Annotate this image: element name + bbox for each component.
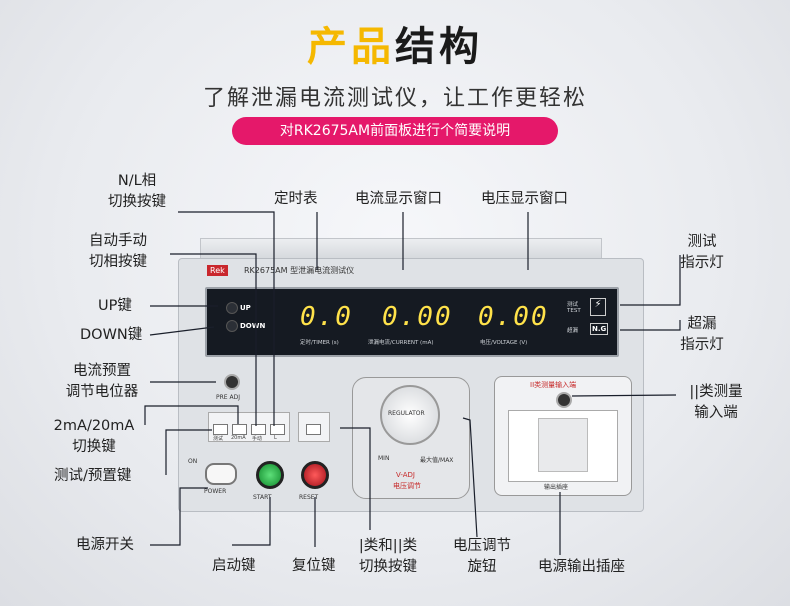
- label-pot: 电流预置调节电位器: [54, 361, 150, 403]
- description-pill: 对RK2675AM前面板进行个简要说明: [232, 117, 558, 145]
- page-title: 产品结构: [307, 24, 483, 70]
- label-vknob-line1: 电压调节: [453, 538, 511, 554]
- label-reset: 复位键: [292, 558, 336, 574]
- class2-input-jack[interactable]: [556, 392, 572, 408]
- callout-line-vknob: [462, 417, 478, 538]
- label-class2-input: ||类测量输入端: [680, 382, 752, 424]
- callout-line-nl: [178, 211, 275, 426]
- up-led: [226, 302, 238, 314]
- label-vknob-line2: 旋钮: [467, 559, 497, 575]
- callout-line-test: [165, 429, 212, 475]
- voltage-caption: 电压/VOLTAGE (V): [480, 340, 528, 346]
- label-pot-line1: 电流预置: [73, 363, 131, 379]
- down-led: [226, 320, 238, 332]
- test-preset-key[interactable]: [213, 424, 228, 435]
- current-caption: 泄漏电流/CURRENT (mA): [368, 340, 434, 346]
- label-auto-line1: 自动手动: [89, 233, 147, 249]
- label-over-light: 超漏指示灯: [680, 314, 724, 356]
- socket-label: 输出插座: [544, 484, 569, 491]
- key-label-3: L: [274, 435, 277, 441]
- over-light-label: 超漏: [567, 328, 579, 334]
- timer-caption: 定时/TIMER (s): [300, 340, 339, 346]
- callout-line-over-light: [620, 320, 681, 331]
- label-class2-line2: 输入端: [694, 405, 738, 421]
- label-class2-line1: ||类测量: [689, 384, 743, 400]
- label-socket: 电源输出插座: [538, 559, 625, 575]
- label-auto-manual: 自动手动切相按键: [68, 231, 168, 273]
- label-up: UP键: [98, 298, 132, 314]
- label-range-line1: 2mA/20mA: [53, 418, 135, 434]
- up-led-label: UP: [240, 304, 251, 312]
- nl-key[interactable]: [270, 424, 285, 435]
- power-label: POWER: [204, 488, 227, 495]
- label-range: 2mA/20mA 切换键: [46, 416, 142, 458]
- label-over-line2: 指示灯: [680, 337, 724, 353]
- callout-line-start: [232, 497, 271, 546]
- label-nl-line1: N/L相: [117, 173, 157, 189]
- key-label-1: 20mA: [231, 435, 246, 441]
- label-nl-line2: 切换按键: [108, 194, 166, 210]
- current-preset-potentiometer[interactable]: [224, 374, 240, 390]
- max-label: 最大值/MAX: [420, 457, 454, 464]
- test-light-label: 测试: [567, 302, 579, 308]
- on-label: ON: [188, 458, 198, 465]
- lightning-icon: ⚡: [590, 298, 606, 316]
- label-class-line1: |类和||类: [358, 538, 418, 554]
- label-current-window: 电流显示窗口: [355, 191, 442, 207]
- label-over-line1: 超漏: [687, 316, 717, 332]
- class-switch-key[interactable]: [306, 424, 321, 435]
- socket-outlet[interactable]: [538, 418, 588, 472]
- dial-text: REGULATOR: [388, 410, 425, 417]
- key-label-0: 测试: [213, 436, 224, 442]
- label-pot-line2: 调节电位器: [65, 384, 139, 400]
- callout-line-class: [340, 427, 371, 530]
- callout-line-class2: [571, 394, 677, 397]
- label-auto-line2: 切相按键: [89, 254, 147, 270]
- label-down: DOWN键: [80, 327, 143, 343]
- test-light-label-en: TEST: [567, 308, 581, 314]
- down-led-label: DOWN: [240, 322, 266, 330]
- label-range-line2: 切换键: [72, 439, 116, 455]
- label-test-line1: 测试: [687, 234, 717, 250]
- vadj-label: V-ADJ: [396, 471, 415, 479]
- label-test-preset: 测试/预置键: [54, 468, 132, 484]
- voltage-adjust-knob[interactable]: [380, 385, 440, 445]
- start-label: START: [253, 494, 272, 501]
- reset-label: RESET: [299, 494, 319, 501]
- reset-button[interactable]: [301, 461, 329, 489]
- model-name: RK2675AM 型泄漏电流测试仪: [244, 266, 355, 275]
- callout-line-down: [149, 326, 215, 336]
- device-handle: [200, 238, 602, 261]
- label-class-line2: 切换按键: [359, 559, 417, 575]
- key-label-2: 手动: [252, 436, 263, 442]
- current-readout: 0.00: [382, 302, 453, 332]
- start-button[interactable]: [256, 461, 284, 489]
- label-test-light: 测试指示灯: [680, 232, 724, 274]
- timer-readout: 0.0: [300, 302, 353, 332]
- brand-logo: Rek: [207, 265, 228, 276]
- vadj-cn-label: 电压调节: [393, 482, 421, 490]
- label-voltage-window: 电压显示窗口: [481, 191, 568, 207]
- callout-line-auto: [170, 253, 257, 426]
- label-start: 启动键: [212, 558, 256, 574]
- auto-manual-key[interactable]: [251, 424, 266, 435]
- label-nl-switch: N/L相切换按键: [96, 171, 178, 213]
- min-label: MIN: [378, 455, 390, 462]
- power-switch[interactable]: [205, 463, 237, 485]
- label-test-line2: 指示灯: [680, 255, 724, 271]
- label-class-switch: |类和||类切换按键: [348, 536, 428, 578]
- voltage-readout: 0.00: [478, 302, 549, 332]
- range-key[interactable]: [232, 424, 247, 435]
- page-subtitle: 了解泄漏电流测试仪，让工作更轻松: [202, 86, 587, 111]
- class2-input-label: II类测量输入端: [530, 381, 577, 389]
- ng-indicator: N.G: [590, 323, 609, 335]
- pre-adj-label: PRE ADJ: [216, 394, 240, 401]
- callout-line-range: [144, 405, 239, 425]
- label-power: 电源开关: [76, 537, 134, 553]
- label-timer: 定时表: [274, 191, 318, 207]
- callout-line-power: [150, 487, 208, 546]
- callout-line-test-light: [620, 255, 681, 306]
- label-voltage-knob: 电压调节旋钮: [442, 536, 522, 578]
